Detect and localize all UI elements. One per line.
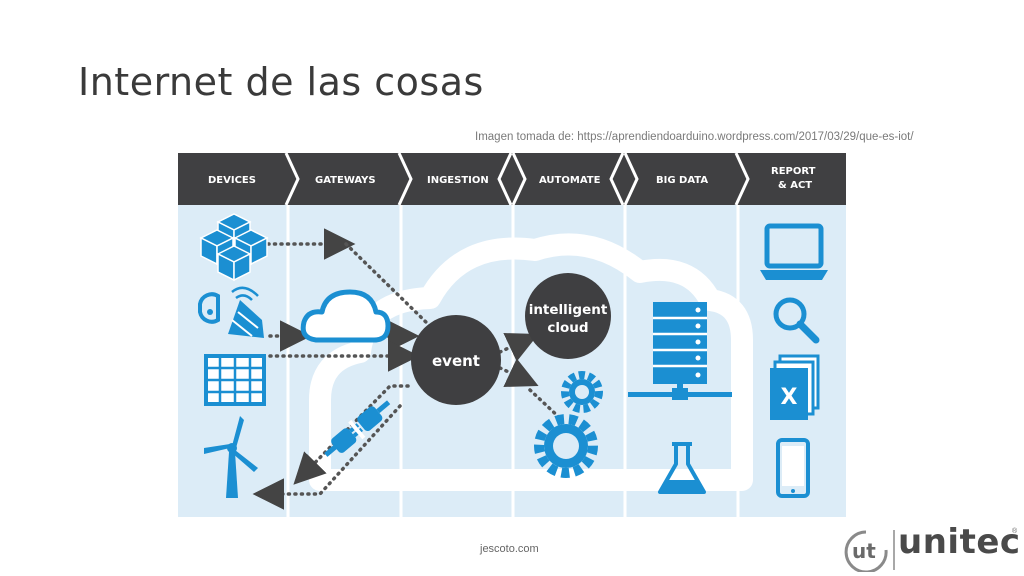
cloud-label: cloud bbox=[547, 320, 588, 336]
stage-and-act: & ACT bbox=[778, 180, 812, 191]
report-x-label: X bbox=[781, 385, 798, 410]
arrow-event-to-intelligent-cloud bbox=[498, 333, 539, 362]
arrow-event-to-gears bbox=[498, 358, 539, 387]
gateway-cloud-icon bbox=[300, 289, 391, 343]
arrow-turbine-to-plug bbox=[293, 384, 410, 485]
arrow-gears-chain bbox=[528, 388, 564, 422]
plug-icon bbox=[324, 400, 391, 457]
lab-flask-icon bbox=[658, 442, 706, 494]
image-source-caption: Imagen tomada de: https://aprendiendoard… bbox=[475, 131, 914, 143]
smartphone-icon bbox=[776, 438, 810, 498]
arrow-plug-return bbox=[252, 404, 402, 510]
unitec-symbol-icon: ut bbox=[844, 530, 895, 572]
stage-big-data: BIG DATA bbox=[656, 175, 708, 186]
search-icon bbox=[773, 297, 820, 344]
event-node bbox=[411, 315, 501, 405]
small-gear-icon bbox=[561, 371, 603, 413]
stage-header-bar bbox=[178, 153, 846, 205]
flow-arrows bbox=[252, 228, 564, 510]
slide-title: Internet de las cosas bbox=[78, 60, 484, 104]
footer-website: jescoto.com bbox=[480, 543, 539, 555]
intelligent-label: intelligent bbox=[529, 302, 608, 318]
solar-panel-icon bbox=[204, 354, 266, 406]
laptop-icon bbox=[760, 223, 828, 280]
stage-ingestion: INGESTION bbox=[427, 175, 489, 186]
stage-report: REPORT bbox=[771, 166, 816, 177]
large-gear-icon bbox=[534, 414, 598, 478]
stage-devices: DEVICES bbox=[208, 175, 256, 186]
sensor-icon bbox=[198, 286, 264, 338]
logo-registered-mark: ® bbox=[1012, 528, 1018, 535]
stage-automate: AUTOMATE bbox=[539, 175, 601, 186]
wind-turbine-icon bbox=[204, 416, 258, 498]
background-cloud bbox=[309, 233, 753, 491]
intelligent-cloud-node bbox=[525, 273, 611, 359]
arrow-gateway-to-event bbox=[344, 242, 432, 328]
stage-separators bbox=[284, 152, 750, 206]
spreadsheet-report-icon: X bbox=[770, 354, 820, 420]
server-rack-icon bbox=[628, 302, 732, 400]
stage-gateways: GATEWAYS bbox=[315, 175, 376, 186]
logo-wordmark: unitec bbox=[898, 522, 1021, 562]
cubes-icon bbox=[199, 213, 269, 282]
logo-symbol-text: ut bbox=[852, 539, 876, 563]
event-label: event bbox=[432, 352, 480, 370]
